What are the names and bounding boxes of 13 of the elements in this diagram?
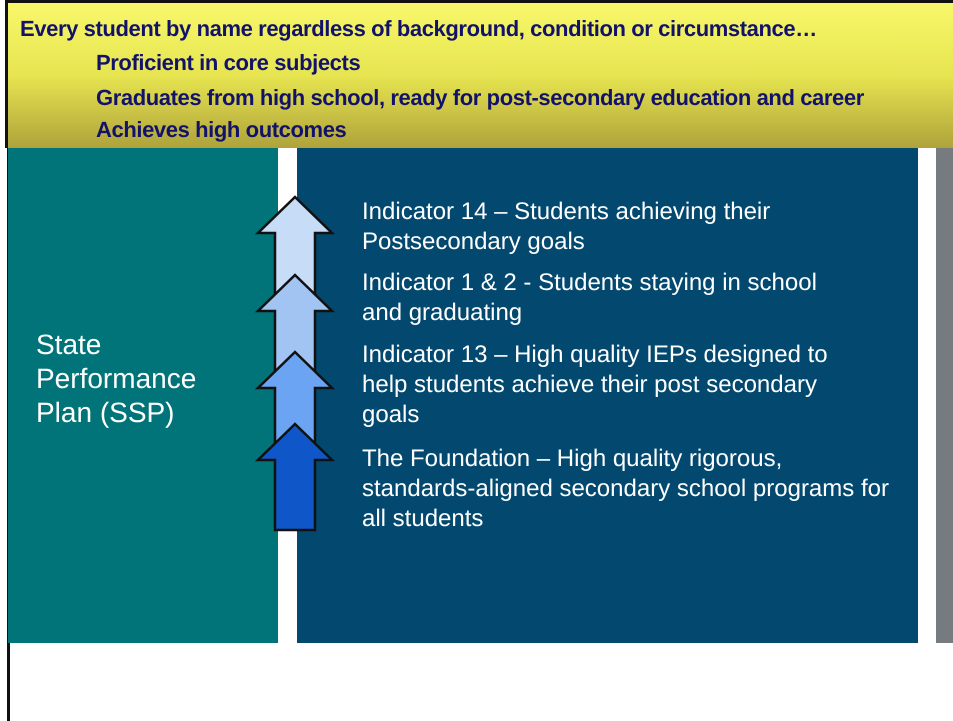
indicator-text: Indicator 13 – High quality IEPs designed to help students achieve their post secondary goals bbox=[362, 340, 852, 432]
goal-text: Proficient in core subjects bbox=[96, 50, 360, 76]
panel bbox=[936, 148, 953, 643]
indicator-text: The Foundation – High quality rigorous, standards-aligned secondary school programs for all students bbox=[362, 444, 892, 536]
banner-heading: Every student by name regardless of background, condition or circumstance… bbox=[20, 16, 817, 42]
goal-text: Graduates from high school, ready for post-secondary education and career bbox=[96, 85, 864, 111]
indicator-text: Indicator 1 & 2 - Students staying in school and graduating bbox=[362, 268, 842, 330]
panel bbox=[8, 148, 278, 643]
indicator-text: Indicator 14 – Students achieving their Postsecondary goals bbox=[362, 197, 862, 259]
goal-text: Achieves high outcomes bbox=[96, 117, 346, 143]
banner bbox=[5, 0, 953, 148]
panel-title: State Performance Plan (SSP) bbox=[36, 328, 198, 430]
panel bbox=[297, 148, 918, 643]
